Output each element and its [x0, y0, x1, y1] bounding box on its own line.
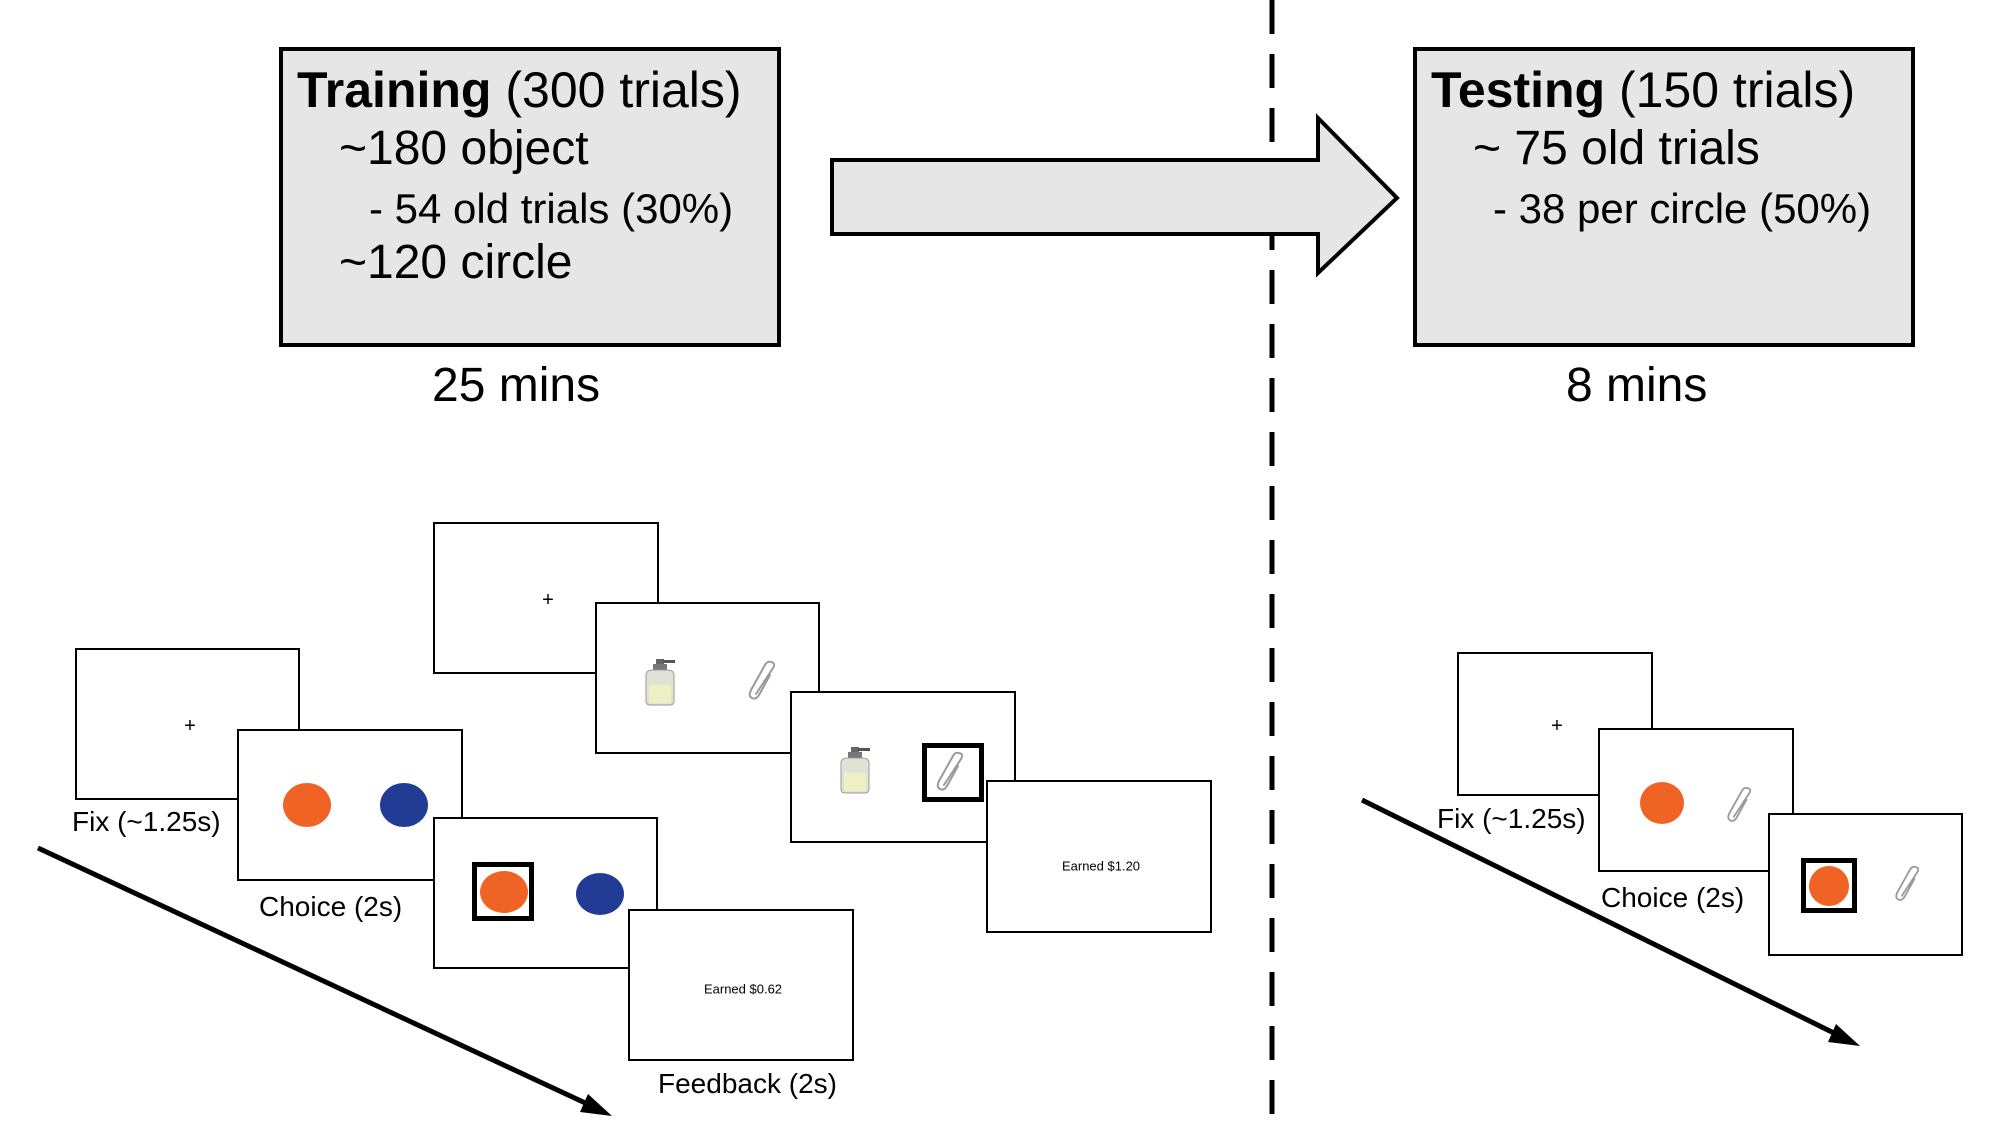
training-object-selection-screen: [790, 691, 1016, 843]
orange-circle: [283, 783, 331, 827]
training-object-choice-screen: [595, 602, 820, 754]
blue-circle: [380, 783, 428, 827]
testing-choice-screen: [1598, 728, 1794, 872]
training-box: Training (300 trials) ~180 object - 54 o…: [279, 47, 781, 347]
blue-circle: [576, 873, 624, 915]
testing-time-arrow-head: [1828, 1024, 1860, 1046]
earned-text: Earned $1.20: [1061, 858, 1141, 874]
orange-circle: [480, 871, 528, 913]
training-circle-count: ~120 circle: [339, 236, 573, 289]
training-old-trials: - 54 old trials (30%): [369, 185, 734, 232]
training-title-bold: Training: [297, 62, 492, 118]
testing-fixation-screen: +: [1457, 652, 1653, 796]
training-object-count: ~180 object: [339, 122, 589, 175]
orange-circle: [1640, 782, 1684, 824]
testing-title: Testing (150 trials): [1431, 65, 1855, 115]
testing-selection-screen: [1768, 813, 1963, 956]
fixation-cross: +: [542, 589, 554, 611]
fixation-cross: +: [184, 715, 196, 737]
phase-arrow: [830, 113, 1400, 278]
training-title: Training (300 trials): [297, 65, 742, 115]
paperclip-icon: [1895, 865, 1920, 901]
testing-old-trials: ~ 75 old trials: [1473, 122, 1760, 175]
fix-label-testing: Fix (~1.25s): [1437, 803, 1586, 834]
testing-title-bold: Testing: [1431, 62, 1606, 118]
testing-box: Testing (150 trials) ~ 75 old trials - 3…: [1413, 47, 1915, 347]
training-time-arrow-head: [580, 1094, 612, 1116]
training-circle-feedback-screen: Earned $0.62: [628, 909, 854, 1061]
paperclip-icon: [748, 660, 776, 700]
selection-box: [1801, 858, 1857, 913]
fixation-cross: +: [1551, 715, 1563, 737]
training-object-feedback-screen: Earned $1.20: [986, 780, 1212, 933]
training-time-arrow-line: [36, 845, 598, 1111]
feedback-label-training: Feedback (2s): [658, 1068, 837, 1099]
paperclip-icon: [936, 751, 964, 791]
selection-box: [472, 862, 534, 921]
testing-title-rest: (150 trials): [1605, 62, 1856, 118]
training-circle-choice-screen: [237, 729, 463, 881]
testing-duration: 8 mins: [1566, 359, 1708, 412]
training-title-rest: (300 trials): [491, 62, 742, 118]
choice-label-training: Choice (2s): [259, 891, 403, 922]
fix-label-training: Fix (~1.25s): [72, 806, 221, 837]
training-duration: 25 mins: [432, 359, 601, 412]
testing-time-arrow-line: [1360, 797, 1846, 1041]
paperclip-icon: [1727, 786, 1752, 822]
dispenser-bottle-icon: [840, 747, 870, 794]
selection-box: [922, 743, 984, 802]
dispenser-bottle-icon: [645, 659, 675, 706]
earned-text: Earned $0.62: [703, 981, 783, 997]
training-circle-selection-screen: [433, 817, 658, 969]
testing-per-circle: - 38 per circle (50%): [1493, 185, 1872, 232]
choice-label-testing: Choice (2s): [1601, 882, 1745, 913]
orange-circle: [1809, 866, 1849, 906]
